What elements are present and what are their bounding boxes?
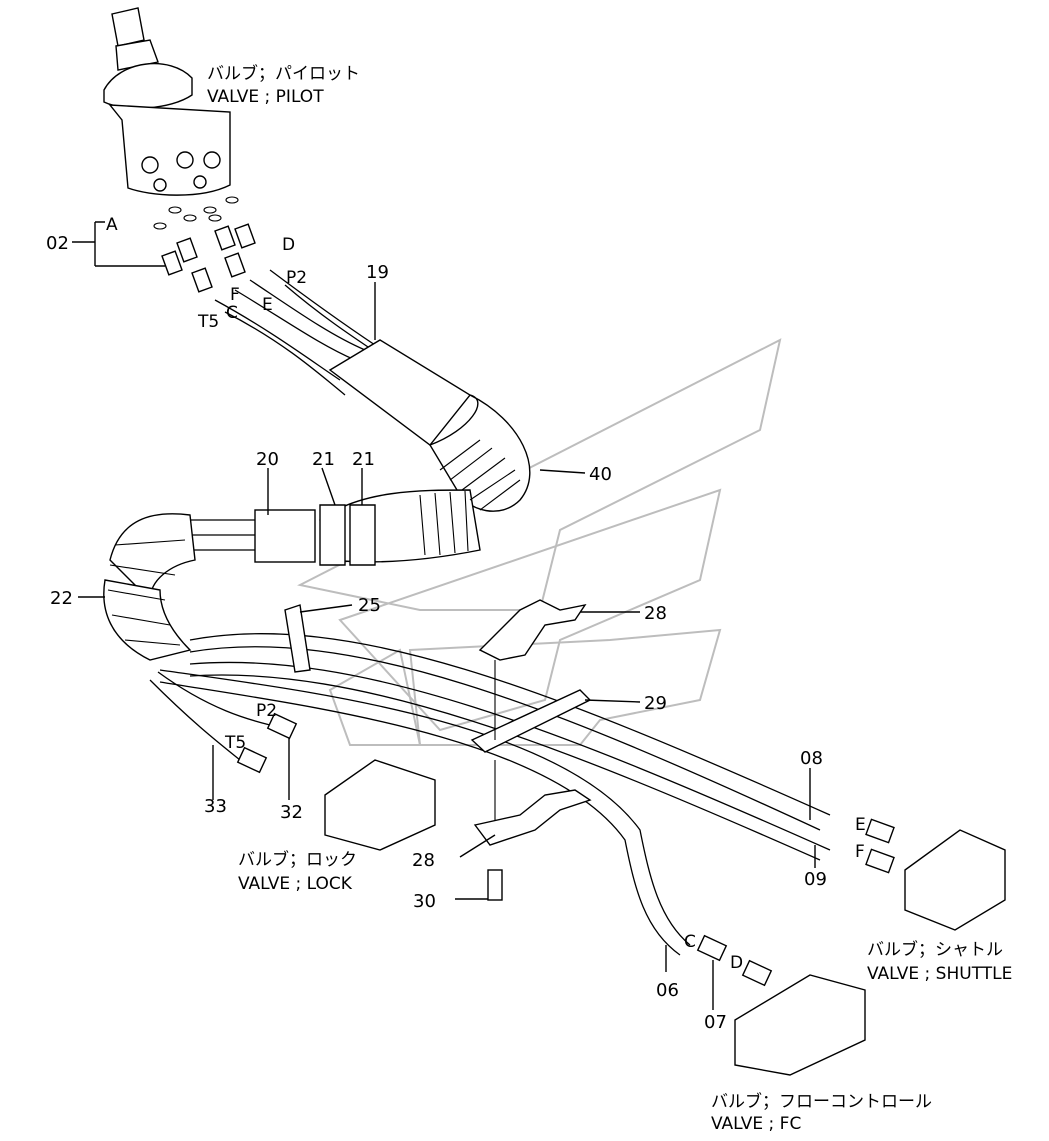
pilot-valve-drawing	[103, 7, 231, 196]
port-letter-f: F	[855, 842, 865, 862]
port-letter-f: F	[230, 285, 240, 305]
port-letter-e: E	[262, 295, 273, 315]
upper-hose-bundle	[214, 269, 381, 396]
o-rings	[153, 196, 239, 230]
part-number-25: 25	[358, 595, 381, 616]
port-letter-d: D	[282, 235, 295, 255]
port-letter-c: C	[684, 932, 696, 952]
hose-end-fittings	[236, 712, 895, 987]
shuttle-valve-label-en: VALVE ; SHUTTLE	[867, 964, 1012, 984]
long-hoses	[149, 633, 831, 956]
fc-valve-label-jp: バルブ；フローコントロール	[711, 1091, 932, 1112]
port-letter-e: E	[855, 815, 866, 835]
valve-boxes	[324, 759, 1006, 1076]
fc-valve-label-en: VALVE ; FC	[711, 1114, 801, 1134]
port-letter-p2: P2	[286, 268, 307, 288]
port-letter-p2: P2	[256, 701, 277, 721]
pilot-valve-label-jp: バルブ；パイロット	[207, 63, 360, 84]
part-number-08: 08	[800, 748, 823, 769]
clamp-parts	[284, 599, 592, 901]
spiral-wrap-22	[103, 504, 376, 661]
shuttle-valve-label-jp: バルブ；シャトル	[867, 939, 1003, 960]
part-number-06: 06	[656, 980, 679, 1001]
part-number-29: 29	[644, 693, 667, 714]
part-number-40: 40	[589, 464, 612, 485]
port-letter-d: D	[730, 953, 743, 973]
part-number-21: 21	[352, 449, 375, 470]
part-number-30: 30	[413, 891, 436, 912]
leader-lines	[72, 221, 816, 1010]
watermark-logo	[297, 338, 782, 746]
port-letter-a: A	[106, 215, 118, 235]
part-number-28: 28	[412, 850, 435, 871]
part-number-19: 19	[366, 262, 389, 283]
fittings-02	[161, 223, 256, 293]
port-letter-t5: T5	[197, 312, 219, 332]
port-letter-c: C	[226, 303, 238, 323]
lock-valve-label-en: VALVE ; LOCK	[238, 874, 353, 894]
port-letter-t5: T5	[224, 733, 246, 753]
part-number-20: 20	[256, 449, 279, 470]
part-number-33: 33	[204, 796, 227, 817]
part-number-28: 28	[644, 603, 667, 624]
part-number-32: 32	[280, 802, 303, 823]
part-number-09: 09	[804, 869, 827, 890]
pilot-valve-label-en: VALVE ; PILOT	[207, 87, 324, 107]
part-number-21: 21	[312, 449, 335, 470]
lock-valve-label-jp: バルブ；ロック	[238, 849, 357, 870]
part-number-07: 07	[704, 1012, 727, 1033]
part-number-02: 02	[46, 233, 69, 254]
part-number-22: 22	[50, 588, 73, 609]
